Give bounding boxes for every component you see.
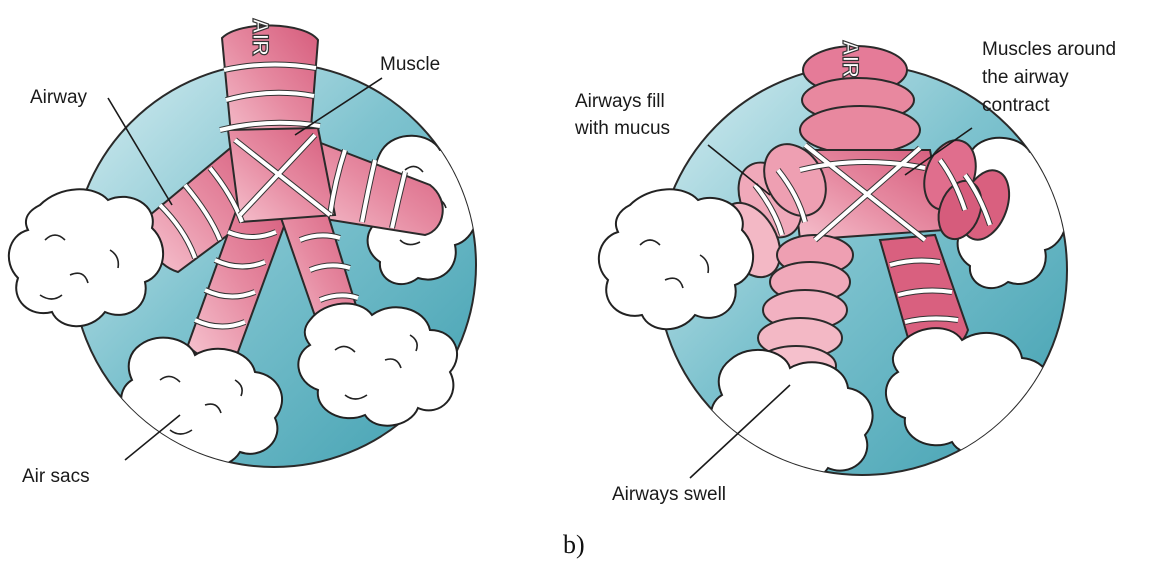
- right-air-label: AIR: [838, 40, 863, 78]
- right-mucus-label-line2: with mucus: [574, 118, 670, 139]
- asthma-airway-diagram-right: AIR Airways fill with mucus Muscles arou…: [574, 39, 1116, 505]
- right-air-sac-left: [599, 189, 753, 329]
- left-air-sacs-label: Air sacs: [22, 466, 90, 487]
- left-air-label: AIR: [248, 18, 273, 56]
- left-muscle-label: Muscle: [380, 54, 440, 75]
- left-airway-label: Airway: [30, 87, 88, 108]
- right-contract-label-line1: Muscles around: [982, 39, 1116, 60]
- right-swell-label: Airways swell: [612, 484, 726, 505]
- right-contract-label-line3: contract: [982, 95, 1050, 116]
- figure-caption: b): [563, 530, 585, 559]
- right-mucus-label-line1: Airways fill: [575, 91, 665, 112]
- right-contract-label-line2: the airway: [982, 67, 1069, 88]
- normal-airway-diagram: AIR Airway Muscle Air sacs: [9, 18, 477, 487]
- left-air-sac-left: [9, 189, 163, 326]
